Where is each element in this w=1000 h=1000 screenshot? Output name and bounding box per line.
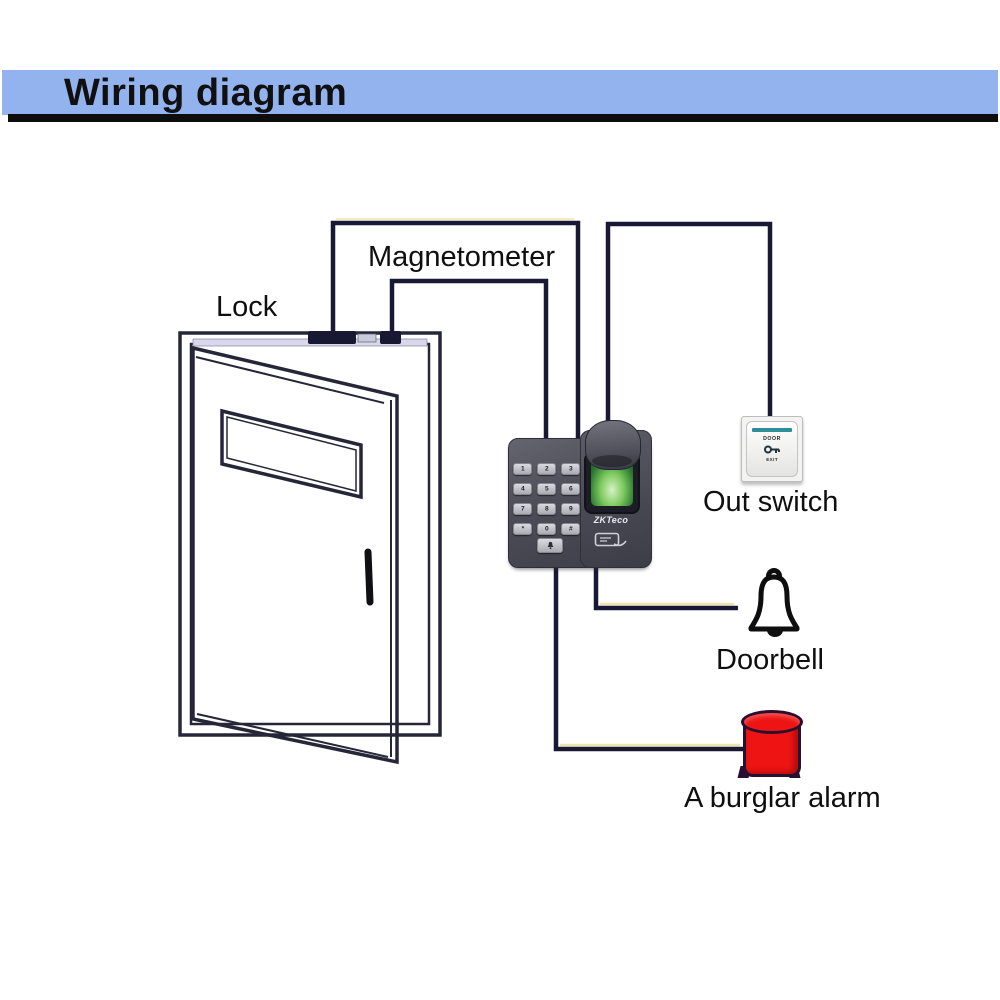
door-frame (178, 331, 442, 737)
title-underline (8, 114, 998, 122)
burglar-alarm-label: A burglar alarm (684, 782, 881, 814)
access-control-keypad: 1 2 3 4 5 6 7 8 9 * 0 # ZKTeco (506, 420, 652, 568)
title-banner: Wiring diagram (2, 70, 998, 115)
bell-clapper (767, 630, 783, 637)
door-leaf (191, 345, 399, 765)
alarm-top (741, 710, 803, 734)
page-title: Wiring diagram (64, 72, 348, 114)
key-2: 2 (537, 463, 556, 475)
out-switch-exit-text: EXIT (766, 457, 778, 463)
bell-key-icon (547, 541, 553, 550)
burglar-alarm-device (737, 710, 803, 780)
fingerprint-cover (585, 420, 641, 470)
out-switch-label: Out switch (703, 486, 839, 518)
key-3: 3 (561, 463, 580, 475)
doorbell-icon (748, 568, 800, 637)
out-switch-door-text: DOOR (763, 435, 781, 442)
door-handle (364, 548, 374, 606)
keypad-keys: 1 2 3 4 5 6 7 8 9 * 0 # (513, 463, 580, 535)
key-star: * (513, 523, 532, 535)
card-swipe-icon (594, 532, 627, 547)
key-1: 1 (513, 463, 532, 475)
out-switch-stripe (752, 428, 792, 432)
alarm-wire (553, 558, 745, 752)
out-switch-wire (605, 221, 773, 436)
brand-logo: ZKTeco (593, 515, 629, 525)
key-4: 4 (513, 483, 532, 495)
magnetometer-wire (389, 278, 549, 447)
key-5: 5 (537, 483, 556, 495)
key-icon (764, 445, 780, 454)
key-6: 6 (561, 483, 580, 495)
key-8: 8 (537, 503, 556, 515)
armature-plate (357, 333, 377, 343)
key-0: 0 (537, 523, 556, 535)
doorbell-wire (593, 558, 738, 611)
door-window (220, 408, 363, 500)
doorbell-label: Doorbell (716, 644, 824, 676)
key-hash: # (561, 523, 580, 535)
doorbell-key (537, 538, 563, 553)
out-switch-device: DOOR EXIT (741, 416, 803, 482)
out-switch-panel: DOOR EXIT (746, 421, 798, 477)
magnetometer-label: Magnetometer (368, 241, 555, 273)
door-window-inner (226, 416, 357, 492)
key-9: 9 (561, 503, 580, 515)
lock-label: Lock (216, 291, 278, 323)
lock-wire (330, 220, 581, 444)
key-7: 7 (513, 503, 532, 515)
